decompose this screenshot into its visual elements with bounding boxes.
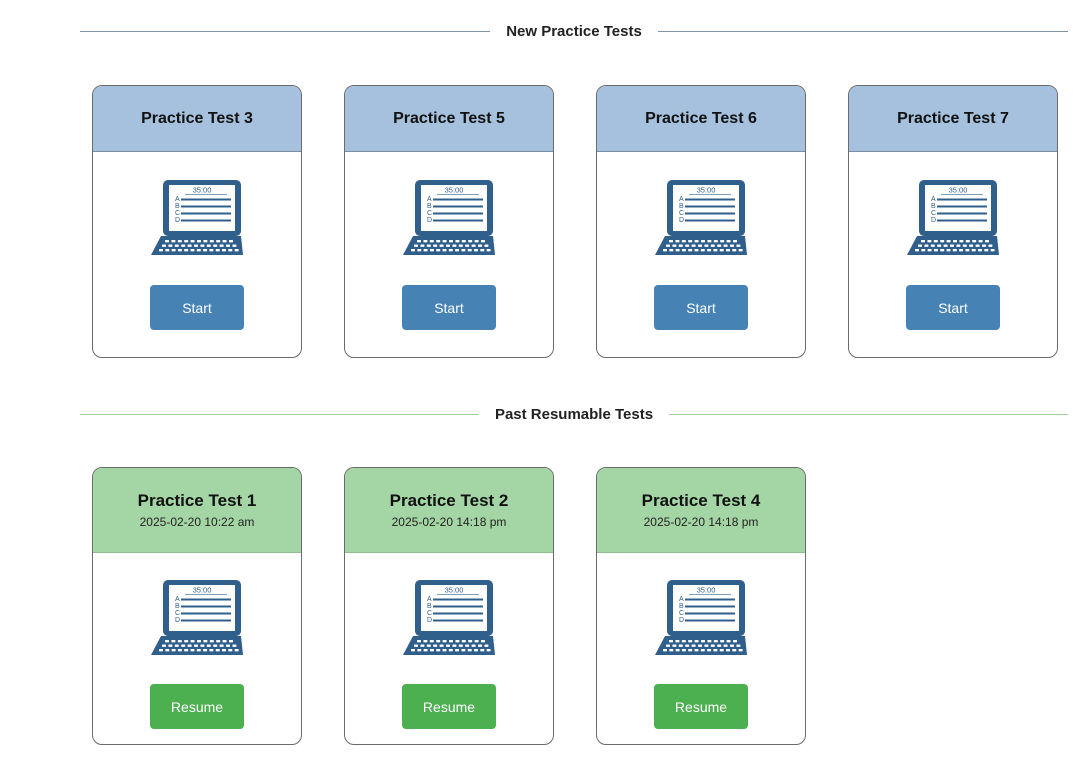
svg-text:A: A bbox=[931, 196, 936, 203]
svg-text:35:00: 35:00 bbox=[949, 186, 968, 195]
start-button[interactable]: Start bbox=[150, 285, 244, 330]
start-button[interactable]: Start bbox=[654, 285, 748, 330]
card-title: Practice Test 6 bbox=[645, 109, 757, 127]
svg-text:35:00: 35:00 bbox=[697, 586, 716, 595]
svg-text:C: C bbox=[175, 210, 180, 217]
card-header: Practice Test 5 bbox=[345, 86, 553, 152]
start-button[interactable]: Start bbox=[906, 285, 1000, 330]
divider-left bbox=[80, 30, 491, 32]
svg-text:35:00: 35:00 bbox=[445, 186, 464, 195]
svg-text:C: C bbox=[679, 210, 684, 217]
divider-right bbox=[669, 413, 1068, 415]
test-card: Practice Test 2 2025-02-20 14:18 pm 35:0… bbox=[344, 467, 554, 745]
svg-text:D: D bbox=[175, 617, 180, 624]
card-date: 2025-02-20 14:18 pm bbox=[643, 515, 759, 529]
card-title: Practice Test 3 bbox=[141, 109, 253, 127]
svg-text:C: C bbox=[679, 610, 684, 617]
card-title: Practice Test 2 bbox=[389, 491, 509, 510]
svg-text:35:00: 35:00 bbox=[193, 186, 212, 195]
svg-text:A: A bbox=[175, 596, 180, 603]
svg-text:A: A bbox=[679, 196, 684, 203]
svg-text:D: D bbox=[175, 217, 180, 224]
resume-button[interactable]: Resume bbox=[654, 684, 748, 729]
resume-button[interactable]: Resume bbox=[150, 684, 244, 729]
section-title: New Practice Tests bbox=[506, 22, 642, 40]
svg-text:A: A bbox=[175, 196, 180, 203]
card-title: Practice Test 1 bbox=[137, 491, 257, 510]
section-title: Past Resumable Tests bbox=[494, 405, 654, 423]
svg-text:D: D bbox=[679, 217, 684, 224]
svg-text:B: B bbox=[679, 203, 684, 210]
svg-text:A: A bbox=[679, 596, 684, 603]
card-header: Practice Test 1 2025-02-20 10:22 am bbox=[93, 468, 301, 553]
test-card: Practice Test 1 2025-02-20 10:22 am 35:0… bbox=[92, 467, 302, 745]
svg-text:B: B bbox=[427, 603, 432, 610]
svg-text:C: C bbox=[427, 610, 432, 617]
svg-text:D: D bbox=[931, 217, 936, 224]
card-date: 2025-02-20 14:18 pm bbox=[391, 515, 507, 529]
card-header: Practice Test 4 2025-02-20 14:18 pm bbox=[597, 468, 805, 553]
svg-text:B: B bbox=[931, 203, 936, 210]
svg-text:D: D bbox=[427, 617, 432, 624]
svg-text:D: D bbox=[679, 617, 684, 624]
svg-text:35:00: 35:00 bbox=[697, 186, 716, 195]
new-tests-section-header: New Practice Tests bbox=[80, 19, 1068, 43]
card-title: Practice Test 5 bbox=[393, 109, 505, 127]
svg-text:A: A bbox=[427, 596, 432, 603]
svg-text:B: B bbox=[427, 203, 432, 210]
card-title: Practice Test 4 bbox=[641, 491, 761, 510]
card-date: 2025-02-20 10:22 am bbox=[139, 515, 255, 529]
past-tests-section-header: Past Resumable Tests bbox=[80, 402, 1068, 426]
svg-text:35:00: 35:00 bbox=[193, 586, 212, 595]
resume-button[interactable]: Resume bbox=[402, 684, 496, 729]
svg-text:B: B bbox=[679, 603, 684, 610]
svg-text:35:00: 35:00 bbox=[445, 586, 464, 595]
svg-text:C: C bbox=[175, 610, 180, 617]
svg-text:C: C bbox=[427, 210, 432, 217]
card-header: Practice Test 3 bbox=[93, 86, 301, 152]
svg-text:D: D bbox=[427, 217, 432, 224]
card-header: Practice Test 2 2025-02-20 14:18 pm bbox=[345, 468, 553, 553]
card-header: Practice Test 6 bbox=[597, 86, 805, 152]
card-title: Practice Test 7 bbox=[897, 109, 1009, 127]
card-header: Practice Test 7 bbox=[849, 86, 1057, 152]
start-button[interactable]: Start bbox=[402, 285, 496, 330]
svg-text:A: A bbox=[427, 196, 432, 203]
svg-text:B: B bbox=[175, 203, 180, 210]
divider-left bbox=[80, 413, 479, 415]
past-tests-list: Practice Test 1 2025-02-20 10:22 am 35:0… bbox=[92, 467, 806, 745]
svg-text:C: C bbox=[931, 210, 936, 217]
svg-text:B: B bbox=[175, 603, 180, 610]
test-card: Practice Test 4 2025-02-20 14:18 pm 35:0… bbox=[596, 467, 806, 745]
divider-right bbox=[657, 30, 1068, 32]
